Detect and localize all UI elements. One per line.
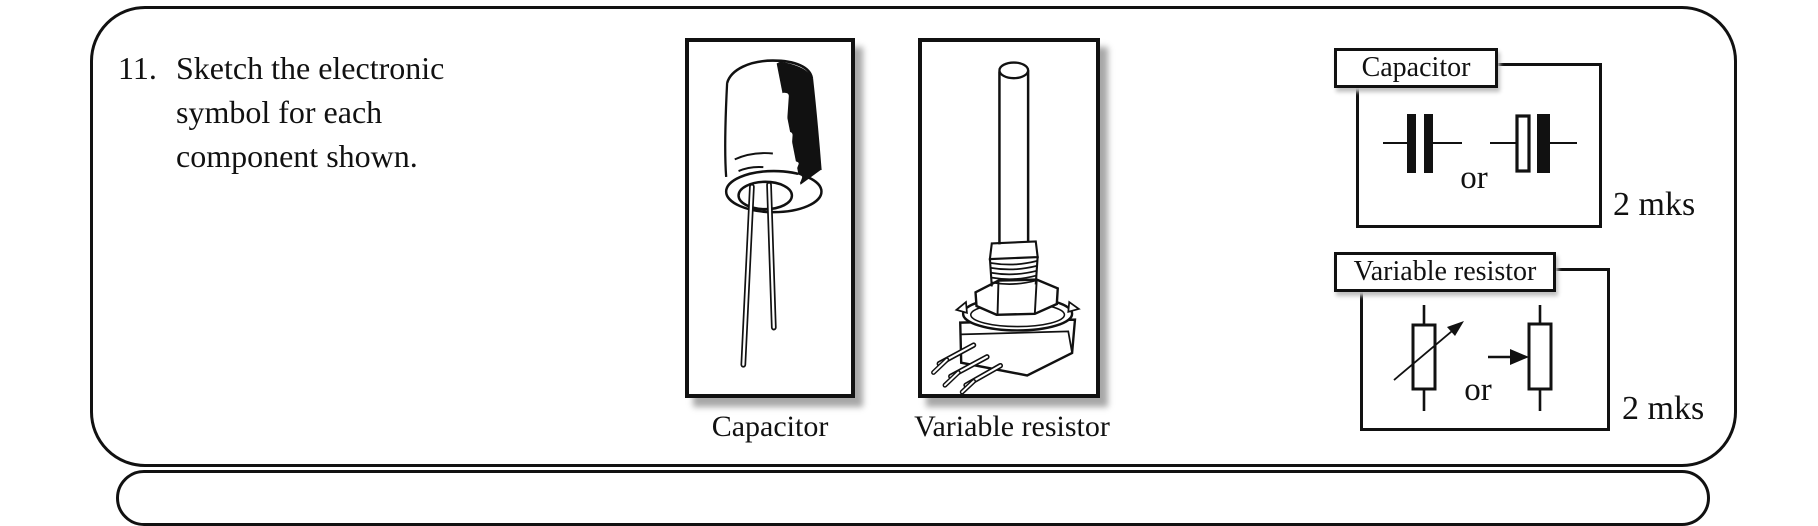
capacitor-or-label: or: [1460, 160, 1488, 196]
capacitor-photo: [723, 59, 823, 368]
question-text: Sketch the electronic symbol for each co…: [176, 46, 576, 178]
variable-resistor-symbols: [1393, 305, 1553, 411]
question-text-line3: component shown.: [176, 138, 418, 174]
variable-resistor-answer-box: [1360, 268, 1610, 431]
capacitor-answer-label: Capacitor: [1334, 48, 1498, 88]
capacitor-symbol-basic: [1383, 114, 1462, 173]
capacitor-answer-label-text: Capacitor: [1361, 52, 1471, 83]
next-panel-top-edge: [116, 470, 1710, 526]
capacitor-caption: Capacitor: [711, 410, 829, 443]
variable-resistor-symbol-wiper: [1488, 305, 1553, 411]
question-text-line1: Sketch the electronic: [176, 50, 445, 86]
variable-resistor-photo-box: [918, 38, 1100, 398]
variable-resistor-caption: Variable resistor: [914, 410, 1110, 443]
variable-resistor-or-label: or: [1464, 372, 1492, 408]
question-number: 11.: [118, 50, 157, 86]
capacitor-symbol-polarized: [1490, 114, 1577, 173]
capacitor-photo-box: [685, 38, 855, 398]
variable-resistor-symbol-diagonal: [1393, 305, 1464, 411]
question-text-line2: symbol for each: [176, 94, 383, 130]
variable-resistor-marks-label: 2 mks: [1622, 390, 1705, 427]
variable-resistor-answer-label-text: Variable resistor: [1353, 256, 1537, 287]
potentiometer-photo: [931, 61, 1081, 394]
capacitor-marks-label: 2 mks: [1613, 186, 1696, 223]
variable-resistor-answer-label: Variable resistor: [1334, 252, 1556, 292]
capacitor-symbols: [1383, 114, 1577, 173]
